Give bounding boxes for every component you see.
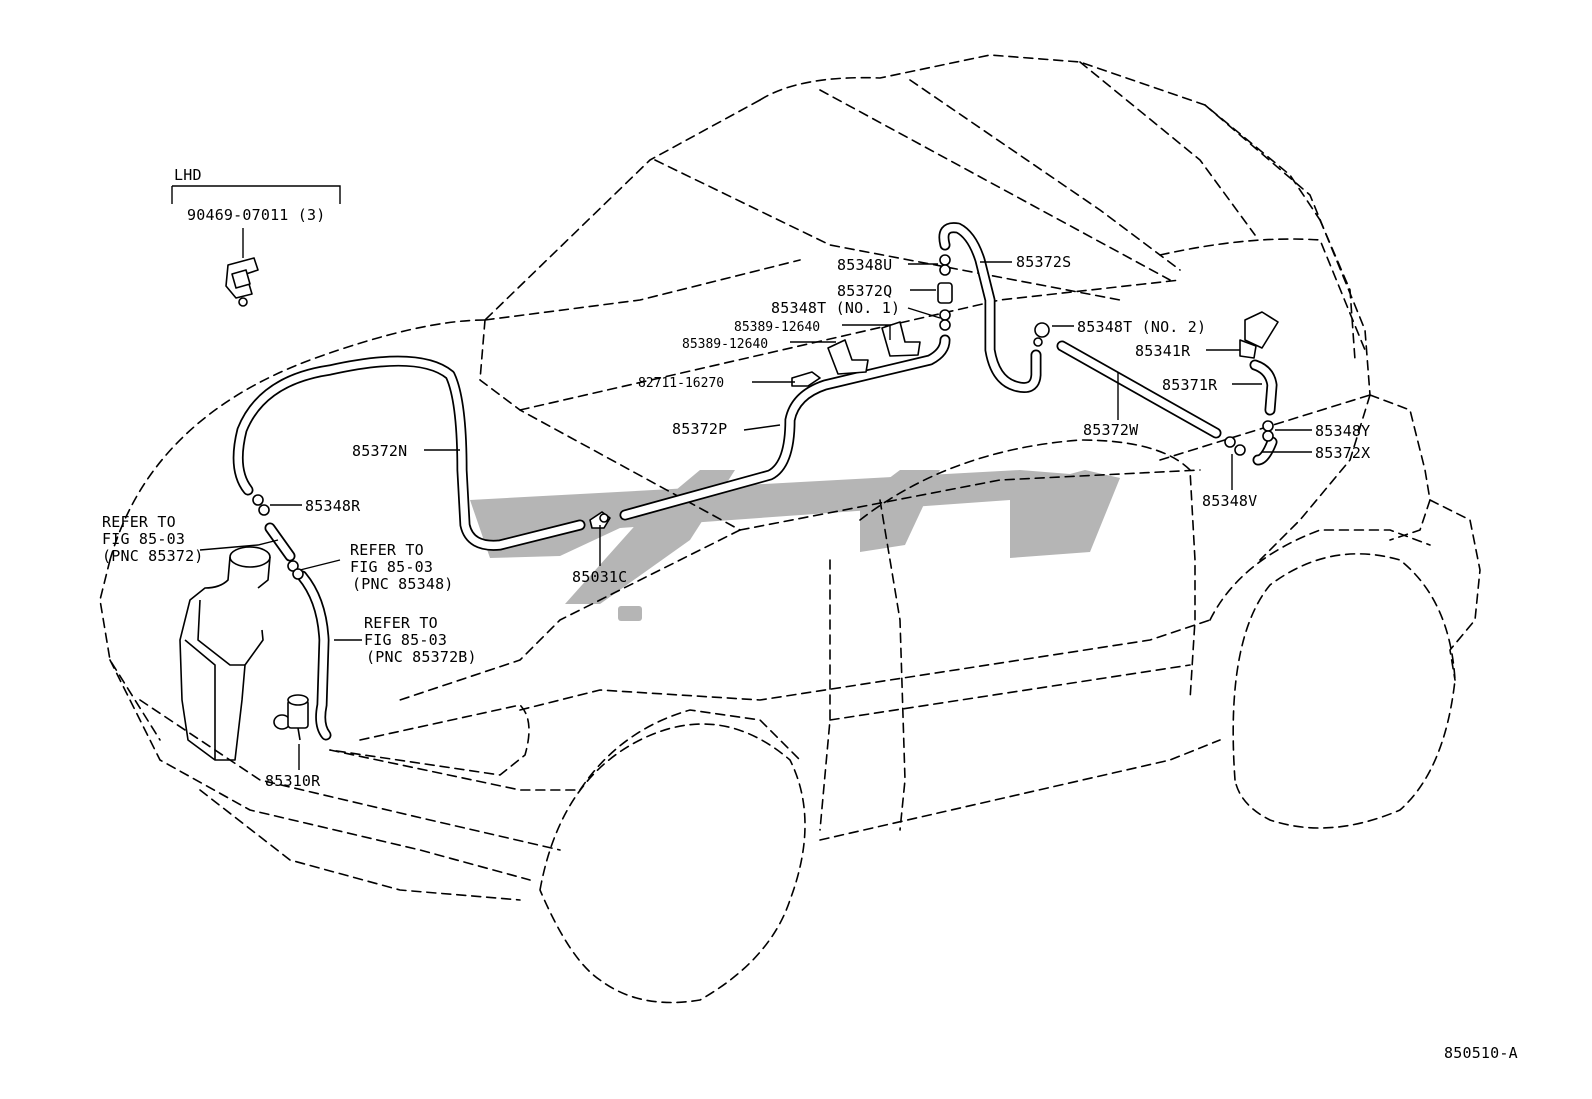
refer1-line3: (PNC 85372)	[102, 547, 204, 565]
label-85348T-no2: 85348T (NO. 2)	[1077, 318, 1206, 336]
refer-note-3: REFER TO FIG 85-03 (PNC 85372B)	[364, 614, 477, 666]
hose-to-pump	[296, 570, 332, 741]
washer-tank	[179, 546, 271, 761]
refer2-line2: FIG 85-03	[350, 558, 433, 576]
clip-part-number: 90469-07011 (3)	[187, 206, 325, 224]
refer1-line2: FIG 85-03	[102, 530, 185, 548]
label-85348Y: 85348Y	[1315, 422, 1370, 440]
label-85371R: 85371R	[1162, 376, 1218, 394]
leader-lines	[199, 261, 1312, 770]
hose-85372N	[232, 355, 586, 551]
hose-front-short	[264, 522, 296, 562]
label-85389-b: 85389-12640	[682, 337, 768, 352]
lhd-inset: LHD 90469-07011 (3)	[171, 166, 341, 307]
label-85348R: 85348R	[305, 497, 361, 515]
fittings	[252, 254, 1274, 580]
washer-pump-icon	[273, 694, 309, 741]
hose-85372P	[619, 334, 951, 521]
bracket-85389-b-icon	[881, 321, 921, 357]
figure-id: 850510-A	[1444, 1044, 1518, 1062]
label-85031C: 85031C	[572, 568, 627, 586]
label-85372P: 85372P	[672, 420, 727, 438]
hose-85372W	[1056, 340, 1222, 439]
rear-nozzle-icon	[1239, 311, 1279, 359]
vehicle-body-outline	[99, 54, 1481, 1004]
clip-icon	[225, 257, 259, 307]
refer-note-1: REFER TO FIG 85-03 (PNC 85372)	[102, 513, 204, 565]
label-85348U: 85348U	[837, 256, 892, 274]
label-85372W: 85372W	[1083, 421, 1139, 439]
refer3-line1: REFER TO	[364, 614, 438, 632]
label-85372N: 85372N	[352, 442, 407, 460]
label-85372S: 85372S	[1016, 253, 1071, 271]
clip-82711-icon	[791, 371, 821, 387]
label-85310R: 85310R	[265, 772, 321, 790]
label-85372X: 85372X	[1315, 444, 1370, 462]
refer1-line1: REFER TO	[102, 513, 176, 531]
refer3-line2: FIG 85-03	[364, 631, 447, 649]
hose-85371R	[1249, 359, 1278, 416]
label-85389-a: 85389-12640	[734, 320, 820, 335]
refer-note-2: REFER TO FIG 85-03 (PNC 85348)	[350, 541, 454, 593]
label-85341R: 85341R	[1135, 342, 1191, 360]
part-labels: 85348U 85372S 85372Q 85348T (NO. 1) 8538…	[265, 253, 1370, 790]
bracket-85389-a-icon	[827, 339, 869, 375]
refer2-line1: REFER TO	[350, 541, 424, 559]
hose-85372X	[1252, 436, 1278, 466]
label-82711: 82711-16270	[638, 376, 724, 391]
refer3-line3: (PNC 85372B)	[366, 648, 477, 666]
hose-85372S	[938, 222, 1042, 394]
lhd-label: LHD	[174, 166, 202, 184]
watermark-logo	[470, 470, 1120, 621]
refer2-line3: (PNC 85348)	[352, 575, 454, 593]
label-85372Q: 85372Q	[837, 282, 892, 300]
label-85348V: 85348V	[1202, 492, 1257, 510]
label-85348T-no1: 85348T (NO. 1)	[771, 299, 900, 317]
